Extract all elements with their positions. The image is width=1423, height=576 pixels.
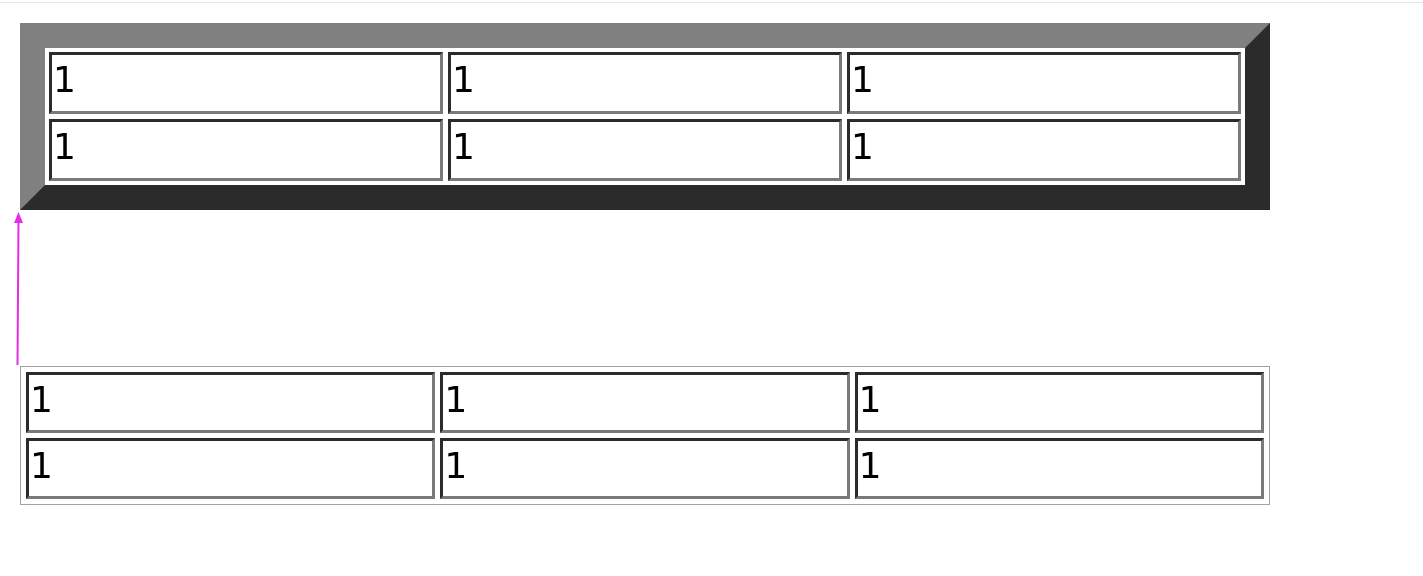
table-cell: 1 xyxy=(448,52,842,114)
thin-border-table: 1 1 1 1 1 1 xyxy=(20,366,1270,505)
cell-text: 1 xyxy=(452,127,475,168)
cell-text: 1 xyxy=(444,380,468,421)
table-cell: 1 xyxy=(854,372,1264,433)
cell-text: 1 xyxy=(30,380,53,421)
cell-text: 1 xyxy=(851,60,874,101)
table-cell: 1 xyxy=(847,119,1241,181)
table-cell: 1 xyxy=(49,119,443,181)
table-cell: 1 xyxy=(440,438,850,499)
cell-text: 1 xyxy=(452,60,475,101)
cell-text: 1 xyxy=(858,446,882,487)
cell-text: 1 xyxy=(858,380,882,421)
top-divider xyxy=(0,2,1423,3)
table-cell: 1 xyxy=(26,438,436,499)
cell-text: 1 xyxy=(444,446,468,487)
thick-border-table: 1 1 1 1 1 1 xyxy=(20,23,1270,210)
table-cell: 1 xyxy=(448,119,842,181)
table-cell: 1 xyxy=(26,372,436,433)
table-cell: 1 xyxy=(440,372,850,433)
cell-text: 1 xyxy=(53,60,76,101)
arrow-shaft xyxy=(16,219,20,366)
thick-border-table-grid: 1 1 1 1 1 1 xyxy=(49,52,1241,181)
cell-text: 1 xyxy=(851,127,874,168)
thin-border-table-grid: 1 1 1 1 1 1 xyxy=(26,372,1264,499)
arrow-head xyxy=(14,212,23,223)
table-cell: 1 xyxy=(854,438,1264,499)
table-cell: 1 xyxy=(847,52,1241,114)
cell-text: 1 xyxy=(53,127,76,168)
arrow-up-icon xyxy=(14,212,23,366)
table-cell: 1 xyxy=(49,52,443,114)
cell-text: 1 xyxy=(30,446,53,487)
